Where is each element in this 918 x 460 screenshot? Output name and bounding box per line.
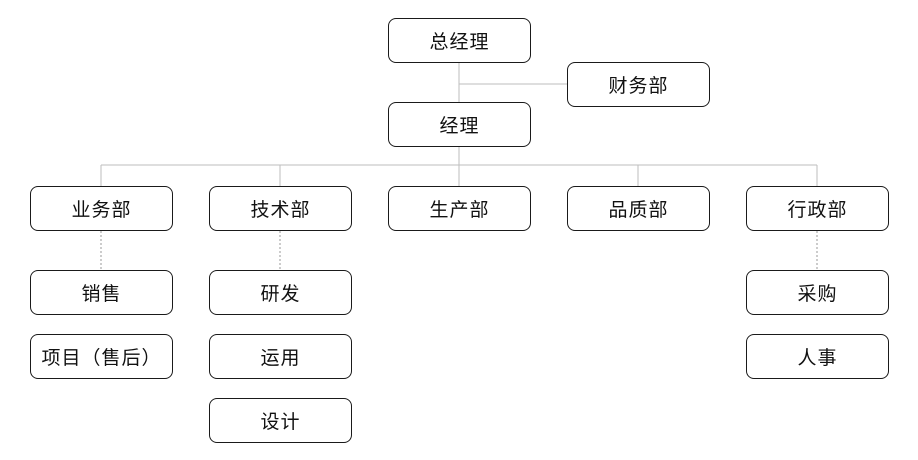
business-unit-sales-box: 销售 [30,270,173,315]
tech-unit-design-box: 设计 [209,398,352,443]
finance-box: 财务部 [567,62,710,107]
tech-unit-ops-box: 运用 [209,334,352,379]
business-unit-project-box: 项目（售后） [30,334,173,379]
tech-unit-rd-box: 研发 [209,270,352,315]
dept-business-box: 业务部 [30,186,173,231]
dept-production-box: 生产部 [388,186,531,231]
dept-quality-box: 品质部 [567,186,710,231]
dept-admin-box: 行政部 [746,186,889,231]
dept-tech-box: 技术部 [209,186,352,231]
manager-box: 经理 [388,102,531,147]
admin-unit-purchasing-box: 采购 [746,270,889,315]
general-manager-box: 总经理 [388,18,531,63]
admin-unit-hr-box: 人事 [746,334,889,379]
